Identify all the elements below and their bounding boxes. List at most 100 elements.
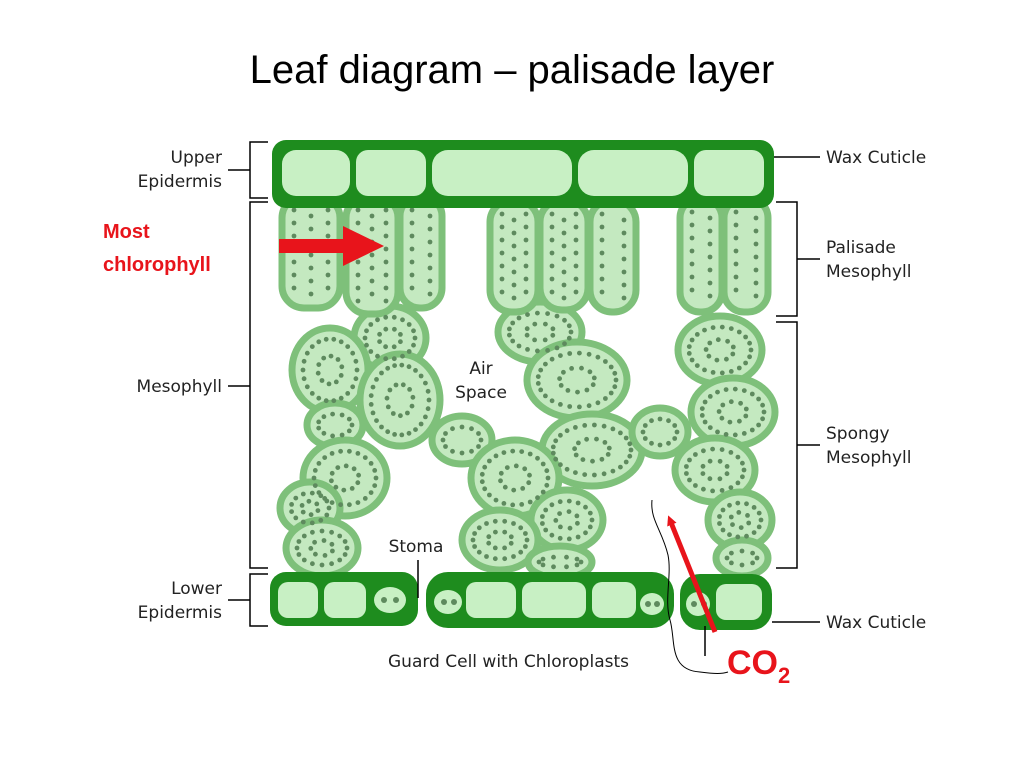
chloroplast	[714, 357, 720, 363]
chloroplast	[567, 404, 573, 409]
chloroplast	[564, 554, 569, 560]
chloroplast	[493, 453, 499, 459]
chloroplast	[374, 418, 379, 423]
chloroplast	[739, 562, 745, 568]
chloroplast	[717, 514, 722, 519]
chloroplast	[410, 394, 416, 400]
chloroplast	[561, 256, 567, 262]
chloroplast	[300, 509, 306, 515]
chloroplast	[728, 369, 734, 374]
chloroplast	[549, 276, 555, 282]
chloroplast	[728, 514, 734, 520]
chloroplast	[549, 356, 555, 362]
chloroplast	[649, 418, 654, 424]
chloroplast	[338, 448, 343, 454]
chloroplast	[476, 549, 482, 555]
chloroplast	[605, 452, 611, 457]
chloroplast	[400, 382, 406, 388]
chloroplast	[369, 226, 375, 232]
chloroplast	[329, 529, 334, 535]
chloroplast	[599, 211, 605, 217]
chloroplast	[613, 377, 619, 383]
chloroplast	[557, 499, 563, 505]
chloroplast	[758, 517, 764, 523]
chloroplast	[640, 429, 646, 435]
chloroplast	[330, 433, 335, 439]
chloroplast	[289, 502, 294, 507]
chloroplast	[564, 428, 570, 434]
chloroplast	[476, 525, 482, 531]
chloroplast	[543, 393, 548, 399]
spongy-cell	[523, 338, 631, 422]
wax-cuticle-bottom-label: Wax Cuticle	[826, 613, 926, 633]
chloroplast	[304, 350, 310, 356]
chloroplast	[532, 321, 538, 327]
spongy-cell	[458, 506, 542, 574]
chloroplast	[566, 323, 572, 329]
chloroplast	[383, 233, 389, 239]
chloroplast	[603, 359, 608, 364]
chloroplast	[310, 529, 315, 535]
chloroplast	[557, 511, 562, 516]
chloroplast	[486, 540, 492, 546]
chloroplast	[684, 464, 689, 469]
chloroplast	[355, 220, 361, 226]
chloroplast	[737, 418, 742, 424]
chloroplast	[741, 467, 747, 473]
chloroplast	[427, 291, 433, 297]
chloroplast	[398, 413, 403, 419]
chloroplast	[702, 399, 708, 405]
chloroplast	[520, 486, 526, 491]
chloroplast	[369, 265, 375, 271]
chloroplast	[561, 217, 567, 223]
chloroplast	[300, 519, 306, 525]
chloroplast	[586, 351, 592, 357]
chloroplast	[399, 362, 405, 368]
chloroplast	[313, 551, 318, 557]
chloroplast	[608, 390, 614, 396]
chloroplast	[573, 425, 578, 430]
chloroplast	[350, 350, 356, 356]
chloroplast	[587, 510, 593, 516]
chloroplast	[308, 546, 314, 551]
chloroplast	[753, 241, 759, 247]
co2-label: CO2	[727, 644, 790, 688]
spongy-mesophyll-cells	[276, 298, 779, 582]
chloroplast	[566, 335, 572, 341]
chloroplast	[540, 461, 546, 467]
chloroplast	[612, 370, 618, 376]
chloroplast	[715, 337, 721, 343]
chloroplast	[562, 341, 567, 347]
chloroplast	[493, 497, 499, 503]
chloroplast	[513, 463, 519, 469]
chloroplast	[325, 272, 331, 278]
chloroplast	[511, 269, 517, 275]
chloroplast	[325, 259, 331, 265]
chloroplast	[344, 545, 350, 551]
chloroplast	[689, 209, 695, 215]
chloroplast	[584, 436, 589, 442]
chloroplast	[354, 367, 360, 373]
chloroplast	[753, 215, 759, 221]
chloroplast	[753, 293, 759, 299]
chloroplast	[331, 336, 337, 342]
chloroplast	[493, 529, 498, 535]
chloroplast	[511, 230, 517, 236]
chloroplast	[727, 502, 732, 508]
chloroplast	[508, 540, 514, 546]
chloroplast	[576, 440, 581, 446]
chloroplast	[321, 538, 327, 543]
chloroplast	[351, 466, 357, 472]
chloroplast	[707, 425, 713, 430]
chloroplast	[623, 459, 629, 465]
chloroplast	[423, 414, 428, 420]
chloroplast	[339, 432, 345, 438]
chloroplast	[549, 263, 555, 269]
chloroplast	[566, 536, 572, 542]
chloroplast	[326, 505, 332, 511]
chloroplast	[409, 220, 415, 226]
chloroplast	[523, 250, 529, 256]
upper-epidermis-layer	[272, 140, 774, 208]
chloroplast	[368, 393, 374, 398]
chloroplast	[730, 522, 735, 527]
